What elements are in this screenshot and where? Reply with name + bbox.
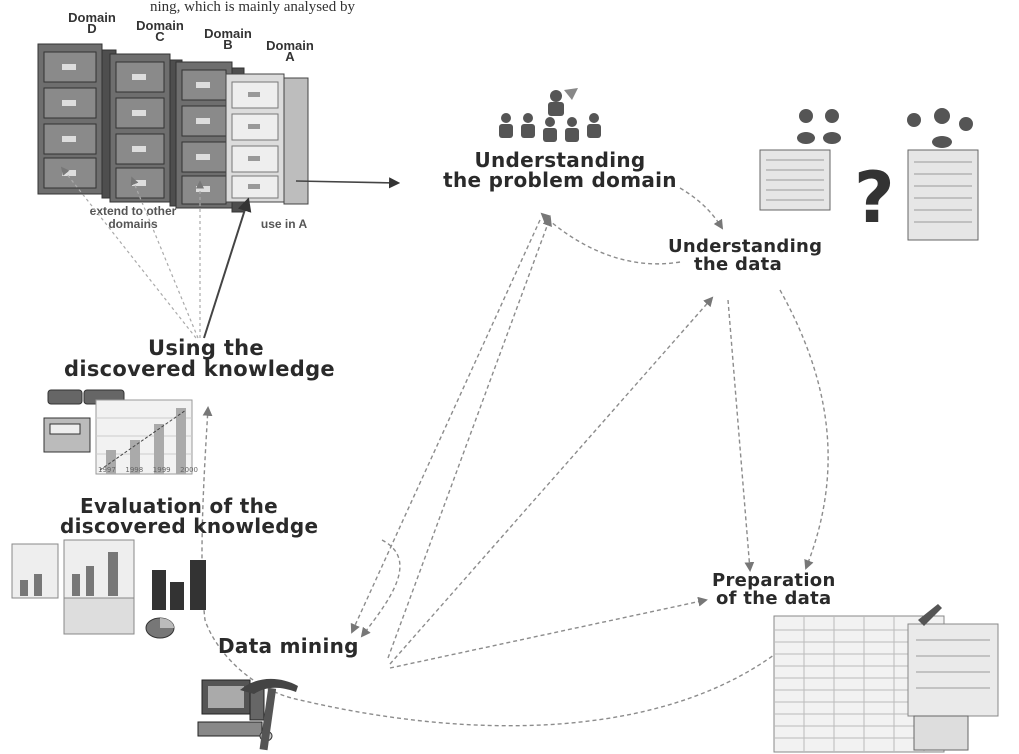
use-in-a-label: use in A — [260, 217, 308, 231]
question-mark-icon: ? — [759, 108, 979, 241]
chart-years: 1997 1998 1999 2000 — [98, 466, 198, 474]
filing-cabinet-icon — [37, 43, 309, 213]
mining-to-data-arrow — [389, 296, 714, 665]
spreadsheet-icon — [773, 604, 999, 753]
preparation-to-mining-arrow — [201, 406, 779, 727]
evaluation-to-mining-arrow — [360, 539, 401, 638]
cabinet-b — [175, 61, 245, 213]
extend-arrow-1 — [60, 166, 197, 339]
data-to-problem-arrow — [540, 212, 681, 265]
growth-chart — [95, 399, 193, 475]
problem-to-data-arrow — [679, 187, 724, 230]
svg-text:?: ? — [854, 157, 895, 239]
hammer-icon — [240, 678, 298, 751]
stage-understanding-data: Understanding the data — [668, 236, 823, 275]
money-icon — [43, 389, 193, 475]
caption-fragment: ning, which is mainly analysed by — [150, 0, 355, 14]
mining-to-preparation-arrow — [389, 596, 708, 669]
extend-arrow-2 — [130, 176, 199, 339]
use-in-a-arrow — [203, 197, 252, 339]
problem-to-mining-arrow — [350, 219, 541, 634]
stage-using-knowledge: Using the discovered knowledge — [64, 336, 335, 381]
people-group-icon — [499, 88, 601, 142]
stage-preparation: Preparation of the data — [712, 570, 836, 609]
stage-data-mining: Data mining — [218, 634, 359, 658]
data-to-preparation-arrow — [779, 289, 829, 570]
cabinet-a — [225, 73, 309, 205]
data-to-preparation-link — [727, 299, 755, 572]
stage-evaluation: Evaluation of the discovered knowledge — [60, 494, 319, 538]
cabinet-to-problem-arrow — [295, 177, 401, 189]
mining-to-problem-arrow — [387, 216, 552, 659]
pie-chart-icon — [145, 617, 175, 639]
stage-problem-domain: Understanding the problem domain — [443, 148, 677, 192]
extend-label: extend to other domains — [89, 204, 177, 231]
bar-chart-icon — [11, 539, 206, 635]
cabinet-d — [37, 43, 117, 199]
